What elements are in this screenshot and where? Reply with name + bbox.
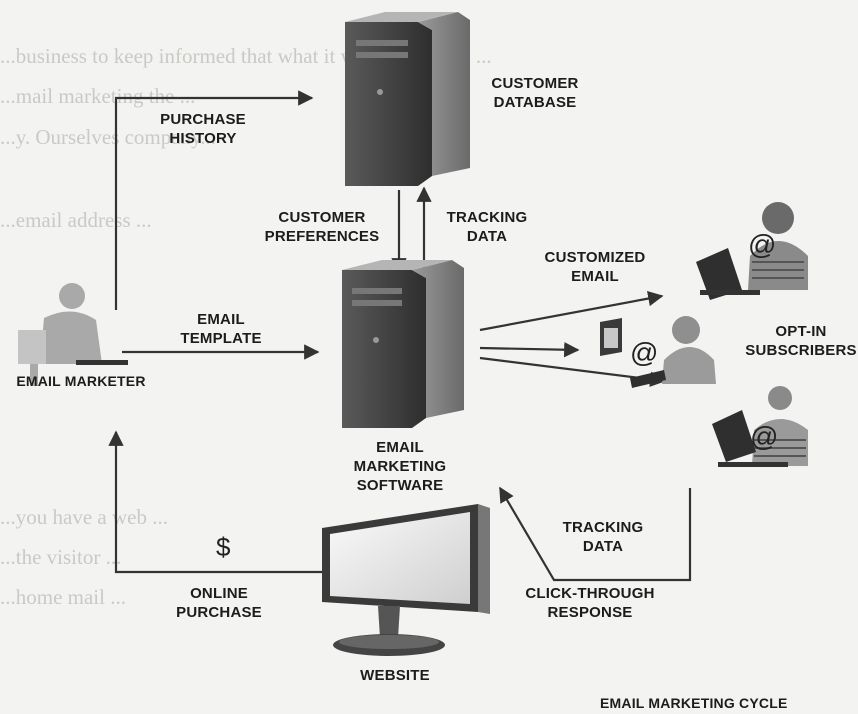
dollar-sign-icon: $ xyxy=(216,532,231,562)
email-template-label: EMAIL TEMPLATE xyxy=(180,311,262,347)
opt-in-subscriber-middle-icon xyxy=(600,316,716,388)
customer-database-label: CUSTOMER DATABASE xyxy=(491,75,579,111)
customized-email-label: CUSTOMIZED EMAIL xyxy=(544,249,646,285)
at-sign-bottom-icon: @ xyxy=(750,421,778,452)
background-text-line: ...email address ... xyxy=(0,208,152,232)
email-marketing-software-server-icon xyxy=(342,260,464,428)
tracking-data-bottom-label: TRACKING DATA xyxy=(562,519,644,555)
purchase-history-label: PURCHASE HISTORY xyxy=(160,111,246,147)
opt-in-subscribers-label: OPT-IN SUBSCRIBERS xyxy=(745,323,857,359)
email-marketer-label: EMAIL MARKETER xyxy=(16,373,146,389)
click-through-response-label: CLICK-THROUGH RESPONSE xyxy=(525,585,655,621)
background-text-line: ...the visitor ... xyxy=(0,545,122,569)
email-marketing-software-label: EMAIL MARKETING SOFTWARE xyxy=(353,439,447,494)
background-text-line: ...you have a web ... xyxy=(0,505,168,529)
diagram-caption: EMAIL MARKETING CYCLE xyxy=(600,695,788,711)
background-text-line: ...y. Ourselves company... xyxy=(0,125,216,149)
opt-in-subscriber-bottom-icon xyxy=(712,386,808,467)
tracking-data-top-label: TRACKING DATA xyxy=(446,209,528,245)
customer-database-server-icon xyxy=(345,12,470,186)
opt-in-subscriber-top-icon xyxy=(696,202,808,300)
online-purchase-label: ONLINE PURCHASE xyxy=(176,585,262,621)
customized-email-arrow-top xyxy=(479,290,664,332)
email-marketer-person-icon xyxy=(18,283,128,386)
at-sign-top-icon: @ xyxy=(748,229,776,260)
website-monitor-icon xyxy=(322,504,490,656)
customized-email-arrow-bottom xyxy=(479,356,666,387)
purchase-history-arrow xyxy=(114,90,314,310)
background-text-line: ...mail marketing the ... xyxy=(0,84,196,108)
background-text-line: ...home mail ... xyxy=(0,585,126,609)
customized-email-arrow-middle xyxy=(479,342,580,358)
online-purchase-arrow xyxy=(108,430,322,574)
website-label: WEBSITE xyxy=(360,667,430,684)
click-through-response-arrow xyxy=(499,486,692,582)
at-sign-middle-icon: @ xyxy=(630,337,658,368)
customer-preferences-label: CUSTOMER PREFERENCES xyxy=(264,209,380,245)
